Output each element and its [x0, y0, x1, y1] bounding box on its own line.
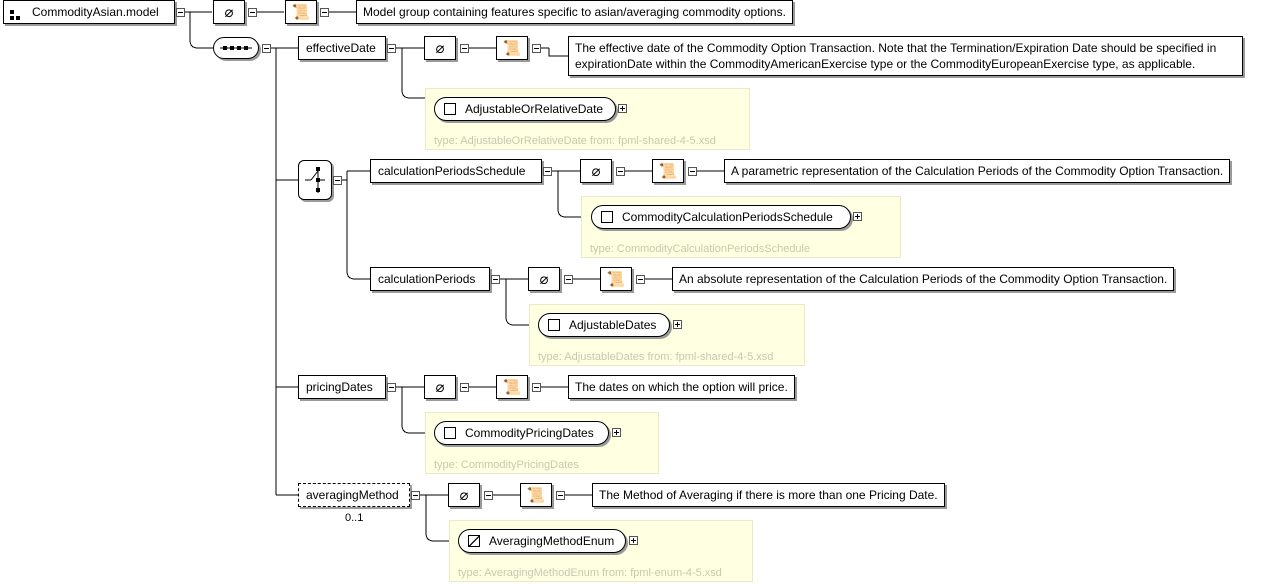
scroll-icon[interactable]: 📜 [285, 0, 317, 24]
triangle-icon [468, 535, 480, 547]
collapse-icon[interactable] [532, 44, 541, 53]
scroll-icon[interactable]: 📜 [496, 375, 528, 399]
cardinality-label: 0..1 [345, 512, 364, 524]
square-icon [444, 427, 456, 439]
scroll-icon[interactable]: 📜 [496, 36, 528, 60]
collapse-icon[interactable] [333, 176, 342, 185]
plus-icon[interactable] [673, 320, 682, 329]
square-icon [444, 103, 456, 115]
collapse-icon[interactable] [491, 275, 500, 284]
type-info: type: AdjustableOrRelativeDate from: fpm… [434, 135, 716, 147]
type-name: CommodityPricingDates [465, 426, 594, 440]
root-model-name: CommodityAsian.model [32, 5, 159, 19]
type-info: type: CommodityCalculationPeriodsSchedul… [590, 243, 811, 255]
collapse-icon[interactable] [387, 44, 396, 53]
type-AdjustableDates[interactable]: AdjustableDates [538, 313, 670, 337]
scroll-icon[interactable]: 📜 [652, 159, 684, 183]
type-name: CommodityCalculationPeriodsSchedule [622, 210, 833, 224]
type-CommodityPricingDates[interactable]: CommodityPricingDates [434, 421, 609, 445]
plus-icon[interactable] [853, 212, 862, 221]
collapse-icon[interactable] [532, 383, 541, 392]
collapse-icon[interactable] [556, 491, 565, 500]
collapse-icon[interactable] [564, 275, 573, 284]
paperclip-icon[interactable]: ⌀ [580, 159, 612, 183]
element-calculationPeriods[interactable]: calculationPeriods [370, 267, 490, 291]
paperclip-icon[interactable]: ⌀ [528, 267, 560, 291]
model-group-glyph [10, 10, 20, 20]
collapse-icon[interactable] [460, 44, 469, 53]
doc-line: The effective date of the Commodity Opti… [575, 41, 1217, 55]
type-CommodityCalculationPeriodsSchedule[interactable]: CommodityCalculationPeriodsSchedule [591, 205, 851, 229]
collapse-icon[interactable] [543, 167, 552, 176]
collapse-icon[interactable] [411, 491, 420, 500]
paperclip-icon[interactable]: ⌀ [424, 36, 456, 60]
element-effectiveDate[interactable]: effectiveDate [298, 36, 386, 60]
type-name: AdjustableOrRelativeDate [465, 102, 604, 116]
scroll-icon[interactable]: 📜 [600, 267, 632, 291]
choice-glyph [305, 167, 325, 193]
collapse-icon[interactable] [262, 44, 271, 53]
doc-line: expirationDate within the CommodityAmeri… [575, 57, 1196, 71]
plus-icon[interactable] [629, 536, 638, 545]
model-group-icon [10, 7, 22, 20]
element-averagingMethod[interactable]: averagingMethod [298, 483, 410, 507]
plus-icon[interactable] [612, 428, 621, 437]
collapse-icon[interactable] [484, 491, 493, 500]
type-AdjustableOrRelativeDate[interactable]: AdjustableOrRelativeDate [434, 97, 616, 121]
collapse-icon[interactable] [320, 8, 329, 17]
sequence-compositor-icon[interactable] [213, 37, 259, 59]
collapse-icon[interactable] [460, 383, 469, 392]
type-info: type: AdjustableDates from: fpml-shared-… [538, 351, 774, 363]
collapse-icon[interactable] [387, 383, 396, 392]
type-name: AveragingMethodEnum [489, 534, 615, 548]
root-model-group[interactable]: CommodityAsian.model [3, 0, 175, 24]
collapse-icon[interactable] [688, 167, 697, 176]
calculationPeriodsSchedule-documentation: A parametric representation of the Calcu… [724, 159, 1231, 183]
plus-icon[interactable] [618, 104, 627, 113]
averagingMethod-documentation: The Method of Averaging if there is more… [592, 483, 945, 507]
sequence-glyph [220, 46, 252, 50]
collapse-icon[interactable] [616, 167, 625, 176]
choice-compositor-icon[interactable] [298, 160, 332, 200]
collapse-icon[interactable] [248, 8, 257, 17]
pricingDates-documentation: The dates on which the option will price… [568, 375, 795, 399]
collapse-icon[interactable] [636, 275, 645, 284]
element-calculationPeriodsSchedule[interactable]: calculationPeriodsSchedule [370, 159, 542, 183]
type-info: type: CommodityPricingDates [434, 459, 579, 471]
square-icon [548, 319, 560, 331]
calculationPeriods-documentation: An absolute representation of the Calcul… [672, 267, 1175, 291]
type-info: type: AveragingMethodEnum from: fpml-enu… [458, 567, 722, 579]
paperclip-icon[interactable]: ⌀ [213, 0, 245, 24]
element-pricingDates[interactable]: pricingDates [298, 375, 386, 399]
type-AveragingMethodEnum[interactable]: AveragingMethodEnum [458, 529, 626, 553]
paperclip-icon[interactable]: ⌀ [448, 483, 480, 507]
paperclip-icon[interactable]: ⌀ [424, 375, 456, 399]
square-icon [601, 211, 613, 223]
scroll-icon[interactable]: 📜 [520, 483, 552, 507]
effectiveDate-documentation: The effective date of the Commodity Opti… [568, 36, 1243, 76]
collapse-icon[interactable] [176, 8, 185, 17]
type-name: AdjustableDates [569, 318, 657, 332]
root-documentation: Model group containing features specific… [356, 0, 793, 24]
